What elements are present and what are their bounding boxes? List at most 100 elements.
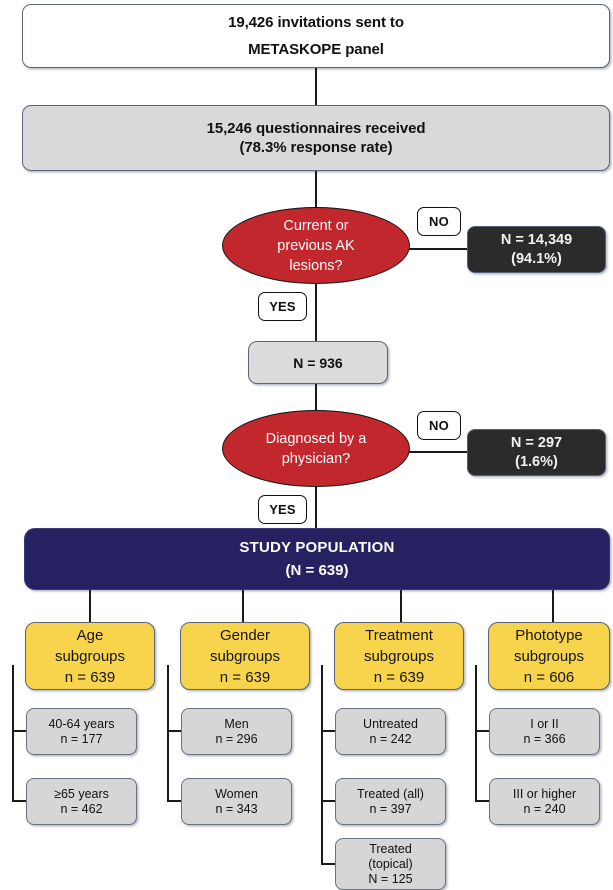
study-population-count: (N = 639): [285, 562, 349, 579]
tag-decision1-no: NO: [417, 207, 461, 236]
bracket-treatment-stub-2: [321, 800, 337, 802]
treatment-item-1-line-2: n = 397: [369, 801, 412, 816]
tag-decision1-no-label: NO: [429, 214, 449, 229]
connector-questionnaires-to-decision1: [315, 171, 317, 231]
subgroup-treatment-line-2: subgroups: [363, 647, 435, 665]
age-item-1-line-1: ≥65 years: [54, 786, 109, 801]
decision-diagnosed-by-a-physician: Diagnosed by a physician?: [222, 410, 410, 487]
bracket-age-stub-2: [12, 800, 28, 802]
decision1-line-1: Current or: [283, 217, 349, 234]
phototype-item-0-line-2: n = 366: [523, 731, 566, 746]
decision1-line-3: lesions?: [289, 257, 343, 274]
bracket-treatment-stub-3: [321, 863, 337, 865]
subgroup-phototype-line-1: Phototype: [515, 626, 583, 644]
bracket-gender-stub-2: [167, 800, 183, 802]
subgroup-header-gender: Gender subgroups n = 639: [180, 622, 310, 690]
excluded2-line-1: N = 297: [510, 434, 563, 451]
connector-study-to-treatment: [400, 590, 402, 623]
subgroup-gender-line-2: subgroups: [209, 647, 281, 665]
questionnaires-line-2: (78.3% response rate): [239, 139, 393, 156]
bracket-phototype-spine: [475, 665, 477, 802]
age-item-0-line-2: n = 177: [60, 731, 103, 746]
connector-study-to-gender: [242, 590, 244, 623]
node-invitations: 19,426 invitations sent to METASKOPE pan…: [22, 4, 610, 68]
age-item-0-line-1: 40-64 years: [48, 716, 115, 731]
age-item-1-line-2: n = 462: [60, 801, 103, 816]
tag-decision2-yes: YES: [258, 495, 307, 524]
subgroup-item-age-40-64: 40-64 years n = 177: [26, 708, 137, 755]
tag-decision2-no: NO: [417, 411, 461, 440]
tag-decision1-yes: YES: [258, 292, 307, 321]
subgroup-item-phototype-i-or-ii: I or II n = 366: [489, 708, 600, 755]
questionnaires-line-1: 15,246 questionnaires received: [206, 120, 426, 137]
remaining1-line-1: N = 936: [293, 354, 343, 371]
subgroup-age-line-3: n = 639: [64, 668, 116, 686]
subgroup-age-line-2: subgroups: [54, 647, 126, 665]
connector-n936-to-decision2: [315, 384, 317, 432]
connector-study-to-age: [89, 590, 91, 623]
gender-item-1-line-2: n = 343: [215, 801, 258, 816]
decision2-line-1: Diagnosed by a: [265, 430, 367, 447]
gender-item-0-line-2: n = 296: [215, 731, 258, 746]
subgroup-item-treatment-all: Treated (all) n = 397: [335, 778, 446, 825]
node-remaining-n936: N = 936: [248, 341, 388, 384]
node-excluded-not-diagnosed: N = 297 (1.6%): [467, 429, 606, 476]
decision-current-or-previous-ak-lesions: Current or previous AK lesions?: [222, 207, 410, 284]
treatment-item-0-line-2: n = 242: [369, 731, 412, 746]
bracket-gender-spine: [167, 665, 169, 802]
treatment-item-1-line-1: Treated (all): [357, 786, 424, 801]
treatment-item-2-line-1: Treated: [369, 841, 412, 856]
bracket-age-stub-1: [12, 730, 28, 732]
bracket-gender-stub-1: [167, 730, 183, 732]
subgroup-header-phototype: Phototype subgroups n = 606: [488, 622, 610, 690]
subgroup-item-gender-men: Men n = 296: [181, 708, 292, 755]
subgroup-gender-line-1: Gender: [219, 626, 271, 644]
subgroup-treatment-line-1: Treatment: [365, 626, 433, 644]
decision2-line-2: physician?: [281, 450, 351, 467]
connector-decision2-no: [404, 451, 470, 453]
bracket-treatment-stub-1: [321, 730, 337, 732]
subgroup-item-age-65-plus: ≥65 years n = 462: [26, 778, 137, 825]
subgroup-gender-line-3: n = 639: [219, 668, 271, 686]
subgroup-item-treatment-untreated: Untreated n = 242: [335, 708, 446, 755]
subgroup-header-age: Age subgroups n = 639: [25, 622, 155, 690]
tag-decision2-yes-label: YES: [269, 502, 296, 517]
subgroup-item-gender-women: Women n = 343: [181, 778, 292, 825]
invitations-line-2: METASKOPE panel: [248, 41, 384, 58]
subgroup-age-line-1: Age: [76, 626, 104, 644]
bracket-age-spine: [12, 665, 14, 802]
subgroup-phototype-line-3: n = 606: [523, 668, 575, 686]
bracket-phototype-stub-1: [475, 730, 491, 732]
tag-decision2-no-label: NO: [429, 418, 449, 433]
excluded2-line-2: (1.6%): [515, 453, 558, 470]
node-study-population: STUDY POPULATION (N = 639): [24, 528, 610, 590]
connector-decision2-yes: [315, 483, 317, 530]
tag-decision1-yes-label: YES: [269, 299, 296, 314]
gender-item-1-line-1: Women: [215, 786, 258, 801]
bracket-treatment-spine: [321, 665, 323, 865]
bracket-phototype-stub-2: [475, 800, 491, 802]
treatment-item-0-line-1: Untreated: [363, 716, 418, 731]
phototype-item-1-line-1: III or higher: [512, 786, 577, 801]
node-excluded-no-ak-lesions: N = 14,349 (94.1%): [467, 226, 606, 273]
connector-decision1-no: [404, 248, 470, 250]
connector-invitations-to-questionnaires: [315, 68, 317, 106]
invitations-line-1: 19,426 invitations sent to: [228, 14, 404, 31]
study-population-title: STUDY POPULATION: [239, 539, 395, 556]
bracket-age-top: [12, 665, 14, 667]
gender-item-0-line-1: Men: [224, 716, 249, 731]
excluded1-line-2: (94.1%): [511, 250, 562, 267]
subgroup-header-treatment: Treatment subgroups n = 639: [334, 622, 464, 690]
treatment-item-2-line-3: N = 125: [368, 871, 413, 886]
connector-study-to-phototype: [552, 590, 554, 623]
subgroup-treatment-line-3: n = 639: [373, 668, 425, 686]
node-questionnaires: 15,246 questionnaires received (78.3% re…: [22, 105, 610, 171]
treatment-item-2-line-2: (topical): [368, 856, 413, 871]
phototype-item-0-line-1: I or II: [530, 716, 559, 731]
subgroup-item-phototype-iii-or-higher: III or higher n = 240: [489, 778, 600, 825]
subgroup-phototype-line-2: subgroups: [513, 647, 585, 665]
phototype-item-1-line-2: n = 240: [523, 801, 566, 816]
excluded1-line-1: N = 14,349: [500, 231, 573, 248]
decision1-line-2: previous AK: [277, 237, 355, 254]
